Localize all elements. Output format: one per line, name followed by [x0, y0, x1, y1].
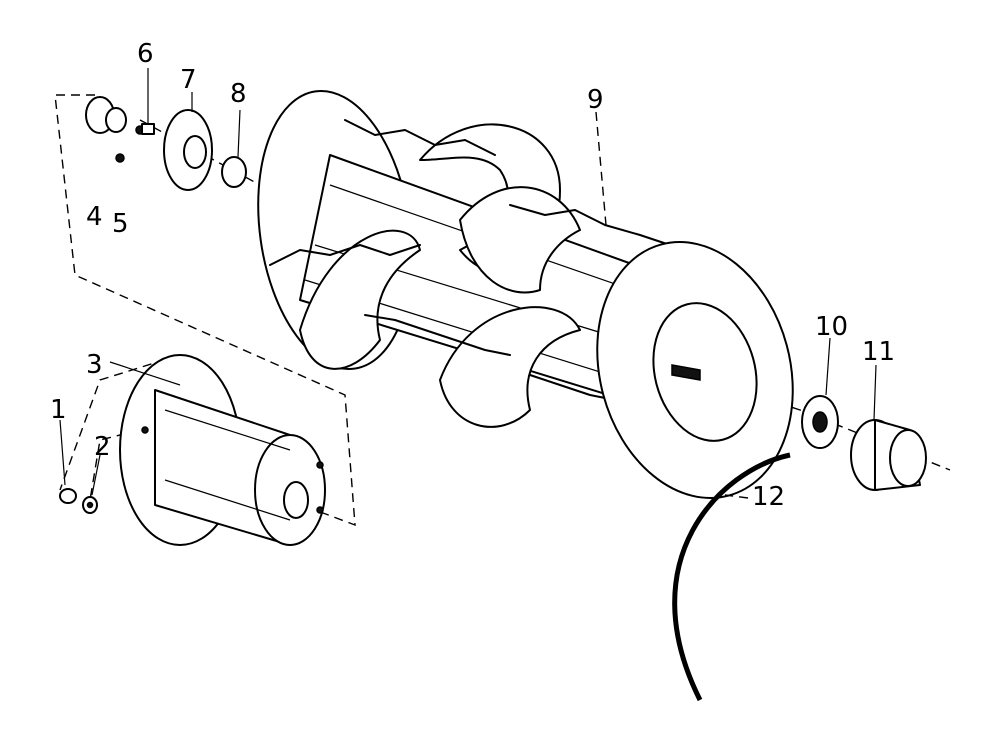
callout-11: 11 [862, 337, 895, 367]
callout-9: 9 [587, 85, 604, 115]
auger-drum [257, 89, 794, 499]
callout-1: 1 [50, 395, 67, 425]
callout-2: 2 [94, 432, 111, 462]
bearing [801, 395, 839, 449]
sprocket-assembly [85, 96, 247, 191]
housing [119, 354, 326, 546]
callout-5: 5 [112, 209, 129, 239]
callout-8: 8 [230, 79, 247, 109]
callout-3: 3 [86, 350, 103, 380]
belt-arc [672, 452, 791, 702]
nut-and-washer [59, 488, 98, 514]
callout-10: 10 [815, 312, 848, 342]
callout-4: 4 [86, 202, 103, 232]
leader-lines [59, 68, 877, 499]
callout-labels: 1 2 3 4 5 6 7 8 9 10 11 12 [50, 39, 895, 512]
callout-6: 6 [137, 39, 154, 69]
coupling [850, 419, 927, 491]
callout-12: 12 [752, 482, 785, 512]
callout-7: 7 [180, 65, 197, 95]
